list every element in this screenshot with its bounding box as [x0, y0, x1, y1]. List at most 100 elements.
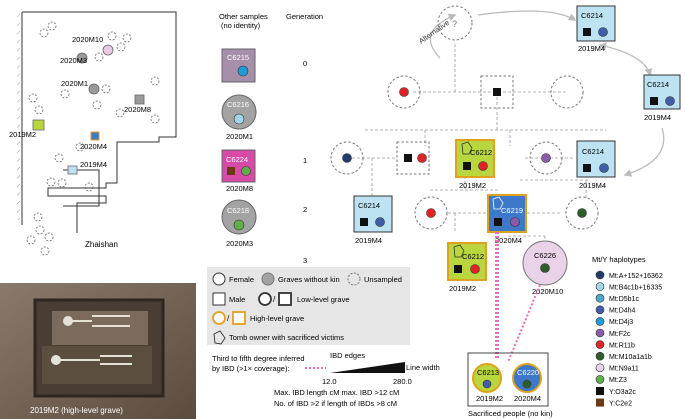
node-C6212-g1-tomb-icon [461, 141, 473, 155]
generation-axis: Generation 0 1 2 3 [286, 12, 323, 265]
legend-male-icon [212, 292, 226, 306]
pedigree-connectors [347, 44, 606, 242]
photo-skeletons [51, 315, 132, 365]
sample-C6216-mt [233, 113, 245, 125]
haplotype-label: Mt:D5b1c [609, 296, 639, 303]
alternative-arrow-left [429, 13, 457, 59]
legend-unsampled: Unsampled [364, 275, 402, 284]
unsampled-g0-female [387, 75, 421, 109]
node-C6212-g3-id: C6212 [462, 252, 484, 261]
ibd-min: 12.0 [322, 377, 337, 386]
node-C6214-right-mt [665, 96, 675, 106]
unsampled-g0-right [550, 75, 584, 109]
sample-C6224-grave: 2020M8 [226, 184, 253, 193]
sample-C6218-circle [221, 199, 257, 235]
sample-C6216-circle [221, 94, 257, 130]
haplotype-swatch [595, 375, 605, 384]
legend-tomb-owner-icon [213, 330, 226, 345]
other-samples-title-2: (no identity) [221, 21, 261, 30]
sample-C6218-grave: 2020M3 [226, 239, 253, 248]
node-C6212-g1-id: C6212 [470, 148, 492, 157]
node-C6214-g2-y [360, 218, 368, 226]
sample-C6216-grave: 2020M1 [226, 132, 253, 141]
haplotype-swatch [595, 351, 605, 361]
node-C6214-mid-y [583, 164, 591, 172]
node-C6214-mid-grave: 2019M4 [579, 181, 606, 190]
haplotype-swatch [596, 398, 604, 407]
ibd-note1: Max. IBD length cM max. IBD >12 cM [274, 388, 399, 397]
sample-C6218-mt [233, 219, 245, 231]
haplotype-swatch [595, 293, 605, 303]
node-C6214-top-mt [598, 27, 608, 37]
unsampled-g1-b-mt [417, 153, 427, 163]
haplotype-label: Mt:F2c [609, 331, 631, 338]
sacrificed-C6220-mt [522, 379, 532, 389]
legend-low-level-square-icon [278, 292, 292, 306]
legend-low-level-grave: Low-level grave [297, 295, 350, 304]
photo-caption: 2019M2 (high-level grave) [30, 406, 123, 415]
other-samples: Other samples (no identity) C6215 C6216 … [219, 12, 268, 248]
haplotype-swatch [595, 328, 605, 338]
sample-C6218-id: C6218 [227, 206, 249, 215]
site-boundary [22, 11, 177, 233]
map-grave-2020M8 [134, 94, 145, 105]
node-C6214-top-grave: 2019M4 [578, 44, 605, 53]
sacrificed-C6213 [472, 363, 502, 393]
sample-C6224-id: C6224 [226, 155, 248, 164]
legend-low-level-circle-icon [258, 292, 272, 306]
generation-level-1: 1 [303, 156, 307, 165]
map-grave-2020M10 [102, 44, 114, 56]
alternative-arrow-lower [623, 127, 665, 177]
sacrificed-C6220-grave: 2020M4 [514, 394, 541, 403]
unsampled-grave-markers [26, 21, 160, 256]
legend-male: Male [229, 295, 245, 304]
haplotype-swatch [595, 305, 605, 315]
map-grave-2020M1 [88, 83, 100, 95]
legend-box: Female Graves without kin Unsampled Male… [207, 267, 410, 345]
ibd-line1: Third to fifth degree inferred [212, 354, 305, 363]
node-C6212-g1 [455, 139, 495, 178]
pedigree: Alternative ? C6214 2019M4 C6214 2019M4 … [330, 5, 681, 363]
legend-graves-without-kin: Graves without kin [278, 275, 340, 284]
node-C6214-g2-mt [375, 217, 385, 227]
node-C6212-g3-grave: 2019M2 [449, 284, 476, 293]
alternative-arrow-right [598, 42, 653, 77]
node-C6226-grave: 2020M10 [532, 287, 563, 296]
node-C6219-grave: 2020M4 [495, 236, 522, 245]
ibd-line2: by IBD (>1× coverage): [212, 364, 290, 373]
unsampled-g2-b-mt [577, 208, 587, 218]
haplotype-swatch [596, 387, 604, 395]
node-C6219-y [494, 218, 502, 226]
haplotype-label: Mt:M10a1a1b [609, 354, 652, 361]
sample-C6215-box [221, 48, 256, 83]
haplotype-label: Mt:R11b [609, 342, 635, 349]
unsampled-g2-a-mt [426, 208, 436, 218]
map-grave-2020M3 [76, 52, 88, 64]
legend-slash-2: / [227, 314, 230, 323]
sample-C6215-id: C6215 [227, 53, 249, 62]
node-C6214-mid-id: C6214 [582, 147, 604, 156]
ibd-max: 280.0 [393, 377, 412, 386]
map-label-2020M4: 2020M4 [80, 142, 107, 151]
unsampled-g1-c [529, 141, 563, 175]
sacrificed-C6213-id: C6213 [477, 368, 499, 377]
map-label-2020M3: 2020M3 [60, 56, 87, 65]
node-C6212-g1-mt [478, 161, 488, 171]
unsampled-g1-b [396, 141, 430, 175]
legend-unsampled-icon [347, 272, 361, 286]
node-C6219-id: C6219 [501, 206, 523, 215]
node-C6212-g1-y [463, 162, 471, 170]
map-hatch-left [17, 10, 20, 220]
haplotype-label: Mt:D4h4 [609, 308, 636, 315]
legend-high-level-square-icon [232, 311, 246, 325]
node-C6212-g3-mt [470, 264, 480, 274]
legend-slash-1: / [273, 295, 276, 304]
generation-title: Generation [286, 12, 323, 21]
node-C6212-g3-tomb-icon [453, 244, 465, 258]
haplotype-swatch [595, 270, 605, 280]
unsampled-g0-female-mt [399, 87, 409, 97]
sacrificed-box: C6213 2019M2 C6220 2020M4 Sacrificed peo… [467, 352, 553, 418]
legend-high-level-grave: High-level grave [250, 314, 304, 323]
node-C6219-tomb-icon [492, 196, 504, 210]
